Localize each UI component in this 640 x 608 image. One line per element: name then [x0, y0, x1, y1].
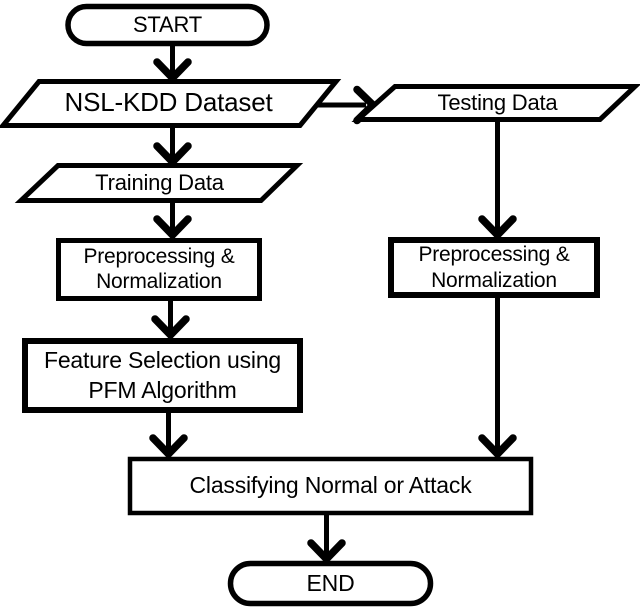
node-classifying-label: Classifying Normal or Attack [189, 472, 472, 499]
node-classifying-shape [127, 456, 534, 516]
edge-nslkdd-to-training-arrowhead-icon [153, 142, 192, 168]
node-start-label: START [132, 11, 203, 37]
edge-training-to-preprocleft-arrowhead-icon [153, 215, 192, 241]
node-preprocessing-left-shape [56, 238, 262, 301]
edge-preprocleft-to-feature-arrowhead-icon [151, 315, 190, 341]
edge-preprocright-to-classify-arrowhead-icon [478, 434, 517, 460]
node-preprocessing-right-label: Preprocessing & Normalization [418, 243, 570, 292]
node-nslkdd-dataset-label: NSL-KDD Dataset [64, 87, 273, 118]
node-end-label: END [306, 569, 355, 596]
flowchart-edges [149, 44, 517, 565]
node-preprocessing-left-label: Preprocessing & Normalization [83, 244, 235, 293]
node-end-shape [227, 560, 434, 607]
node-training-data-label: Training Data [95, 169, 224, 195]
node-training-data-shape [14, 163, 304, 203]
edge-feature-to-classify-arrowhead-icon [149, 434, 188, 460]
node-nslkdd-dataset-shape [0, 79, 342, 128]
edge-start-to-nslkdd-arrowhead-icon [153, 58, 192, 84]
node-feature-selection-label: Feature Selection using PFM Algorithm [43, 346, 282, 403]
edge-classify-to-end-arrowhead-icon [307, 539, 346, 565]
node-testing-data-shape [351, 84, 640, 122]
node-feature-selection-shape [22, 338, 303, 413]
node-testing-data-label: Testing Data [437, 89, 558, 115]
node-preprocessing-right-shape [388, 237, 600, 298]
flowchart-nodes [0, 3, 640, 607]
edge-testing-to-preprocright-arrowhead-icon [478, 215, 517, 241]
node-start-shape [65, 3, 270, 47]
